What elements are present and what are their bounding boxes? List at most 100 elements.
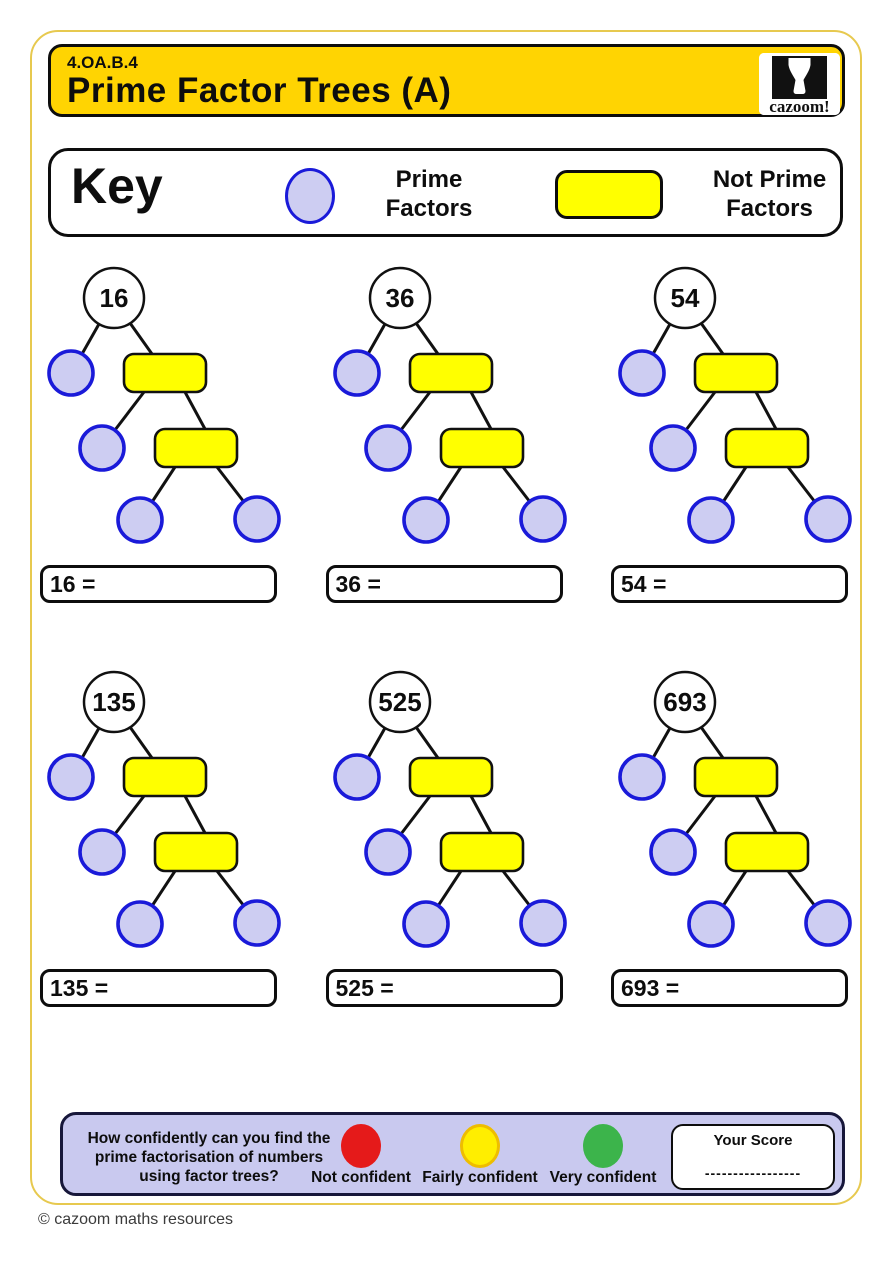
red-confidence-dot[interactable] <box>341 1124 381 1168</box>
branch-line <box>684 391 717 431</box>
branch-line <box>699 726 725 759</box>
cazoom-logo: cazoom! <box>759 53 840 115</box>
branch-line <box>128 726 154 759</box>
not-prime-box[interactable] <box>122 352 208 394</box>
answer-box-54[interactable]: 54 = <box>611 565 848 603</box>
branch-line <box>414 726 439 759</box>
confidence-option-label: Not confident <box>311 1169 411 1186</box>
branch-line <box>183 391 207 430</box>
not-prime-box[interactable] <box>153 427 239 469</box>
not-prime-box[interactable] <box>439 427 524 469</box>
root-number: 36 <box>385 283 414 313</box>
prime-factor-circle[interactable] <box>518 899 567 947</box>
yellow-confidence-dot[interactable] <box>460 1124 500 1168</box>
branch-line <box>501 466 531 503</box>
prime-factor-circle[interactable] <box>618 349 666 397</box>
prime-factor-circle[interactable] <box>233 899 281 947</box>
not-prime-box[interactable] <box>693 756 779 798</box>
prime-factor-circle[interactable] <box>401 900 450 948</box>
not-prime-box[interactable] <box>408 756 493 798</box>
prime-factor-circle[interactable] <box>687 900 735 948</box>
prime-factor-circle[interactable] <box>116 900 164 948</box>
answer-box-693[interactable]: 693 = <box>611 969 848 1007</box>
answer-box-16[interactable]: 16 = <box>40 565 277 603</box>
answer-box-525[interactable]: 525 = <box>325 969 563 1007</box>
prime-factor-circle[interactable] <box>78 424 126 472</box>
logo-text: cazoom! <box>769 97 829 115</box>
factor-tree-54: 54 <box>618 266 852 544</box>
prime-factor-circle[interactable] <box>233 495 281 543</box>
prime-factor-circle[interactable] <box>804 495 852 543</box>
answer-label: 54 = <box>621 570 667 597</box>
prime-factor-circle[interactable] <box>47 753 95 801</box>
prime-factor-circle[interactable] <box>804 899 852 947</box>
copyright-footer: © cazoom maths resources <box>38 1211 233 1228</box>
answer-label: 135 = <box>50 974 109 1001</box>
prime-factor-circle[interactable] <box>649 424 697 472</box>
answer-box-135[interactable]: 135 = <box>40 969 277 1007</box>
tree-cell-54: 54 54 = <box>611 265 852 603</box>
confidence-option-fairly-confident: Fairly confident <box>415 1124 545 1187</box>
drum-icon <box>788 58 811 94</box>
prime-factor-circle[interactable] <box>116 496 164 544</box>
page-title: Prime Factor Trees (A) <box>67 71 452 110</box>
factor-tree-693: 693 <box>618 670 852 948</box>
factor-tree-16: 16 <box>47 266 281 544</box>
answer-label: 525 = <box>335 974 394 1001</box>
not-prime-box[interactable] <box>408 352 493 394</box>
branch-line <box>80 727 101 759</box>
root-circle <box>368 266 431 330</box>
green-confidence-dot[interactable] <box>583 1124 623 1168</box>
prime-factor-circle[interactable] <box>363 424 412 472</box>
not-prime-box[interactable] <box>724 831 810 873</box>
not-prime-box[interactable] <box>122 756 208 798</box>
branch-line <box>754 391 778 430</box>
confidence-option-not-confident: Not confident <box>296 1124 426 1187</box>
branch-line <box>436 870 462 907</box>
confidence-question: How confidently can you find the prime f… <box>87 1130 331 1185</box>
branch-line <box>501 870 531 907</box>
branch-line <box>150 870 177 907</box>
root-number: 525 <box>378 687 421 717</box>
standard-code: 4.OA.B.4 <box>67 53 138 72</box>
page-border <box>30 30 862 1205</box>
not-prime-box[interactable] <box>724 427 810 469</box>
prime-factor-circle[interactable] <box>649 828 697 876</box>
prime-factor-key-label: Prime Factors <box>385 166 473 222</box>
key-box: Key Prime Factors Not Prime Factors <box>48 148 843 237</box>
header-banner: 4.OA.B.4 Prime Factor Trees (A) cazoom! <box>48 44 845 117</box>
prime-factor-circle[interactable] <box>401 496 450 544</box>
branch-line <box>113 795 146 835</box>
score-answer-line: ----------------- <box>704 1165 802 1181</box>
branch-line <box>414 322 439 355</box>
answer-label: 36 = <box>335 570 381 597</box>
prime-factor-circle[interactable] <box>332 349 381 397</box>
prime-factor-circle[interactable] <box>363 828 412 876</box>
cazoom-logo-graphic: cazoom! <box>759 53 840 115</box>
prime-factor-circle[interactable] <box>518 495 567 543</box>
root-number: 54 <box>671 283 700 313</box>
answer-box-36[interactable]: 36 = <box>325 565 563 603</box>
branch-line <box>651 323 672 355</box>
branch-line <box>469 391 492 430</box>
your-score-box[interactable]: Your Score ----------------- <box>671 1124 835 1190</box>
not-prime-box[interactable] <box>693 352 779 394</box>
prime-factor-circle[interactable] <box>332 753 381 801</box>
not-prime-box[interactable] <box>439 831 524 873</box>
prime-factor-circle[interactable] <box>618 753 666 801</box>
branch-line <box>651 727 672 759</box>
branch-line <box>721 466 748 503</box>
prime-factor-circle[interactable] <box>687 496 735 544</box>
not-prime-factor-key-label: Not Prime Factors <box>712 166 827 222</box>
not-prime-box[interactable] <box>153 831 239 873</box>
branch-line <box>699 322 725 355</box>
branch-line <box>436 466 462 503</box>
prime-factor-circle[interactable] <box>47 349 95 397</box>
branch-line <box>366 323 386 355</box>
branch-line <box>786 870 817 907</box>
factor-tree-36: 36 <box>332 266 567 544</box>
prime-factor-circle[interactable] <box>78 828 126 876</box>
branch-line <box>786 466 817 503</box>
tree-cell-525: 525 525 = <box>325 669 567 1007</box>
